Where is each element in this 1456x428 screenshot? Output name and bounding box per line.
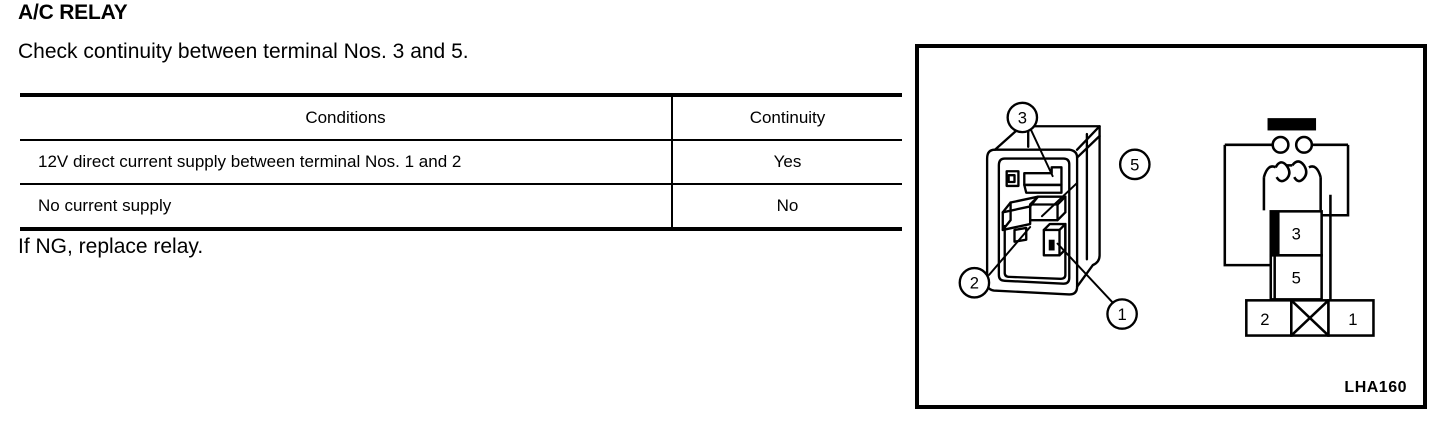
contact-box-5 (1269, 254, 1323, 301)
instruction-text: Check continuity between terminal Nos. 3… (18, 40, 469, 63)
continuity-cell: Yes (671, 140, 902, 185)
table-row: No current supply No (20, 184, 902, 231)
condition-cell: 12V direct current supply between termin… (20, 140, 672, 185)
column-header-continuity: Continuity (671, 93, 902, 141)
callout-3: 3 (1006, 101, 1039, 134)
terminal-box-1 (1327, 299, 1375, 337)
callout-3-label: 3 (1018, 108, 1027, 127)
schematic-label-3: 3 (1292, 225, 1301, 244)
illustration-frame: 3 5 2 1 (915, 44, 1427, 409)
callout-5: 5 (1118, 148, 1151, 181)
schematic-label-5: 5 (1292, 269, 1301, 288)
callout-1: 1 (1106, 298, 1138, 330)
armature-bar (1267, 118, 1317, 131)
callout-5-label: 5 (1130, 155, 1139, 174)
figure-code-label: LHA160 (1344, 379, 1407, 396)
relay-schematic (1223, 118, 1375, 337)
contact-circle-right (1294, 135, 1314, 154)
procedure-column: A/C RELAY Check continuity between termi… (18, 1, 902, 258)
condition-cell: No current supply (20, 184, 672, 231)
relay-body-drawing (985, 125, 1101, 296)
callout-2: 2 (958, 266, 991, 299)
contact-3-pole (1270, 211, 1280, 256)
terminal-box-2 (1245, 299, 1293, 337)
contact-circle-left (1271, 135, 1290, 154)
table-header-row: Conditions Continuity (20, 93, 902, 141)
closing-note: If NG, replace relay. (18, 235, 204, 258)
continuity-cell: No (671, 184, 902, 231)
relay-illustration: 3 5 2 1 (958, 101, 1375, 337)
callout-2-label: 2 (970, 274, 979, 293)
schematic-terminal-label-1: 1 (1348, 310, 1357, 329)
schematic-terminal-label-2: 2 (1260, 310, 1269, 329)
callout-1-label: 1 (1117, 305, 1126, 324)
page-title: A/C RELAY (18, 1, 128, 24)
table-row: 12V direct current supply between termin… (20, 140, 902, 185)
continuity-table: Conditions Continuity 12V direct current… (20, 93, 902, 231)
column-header-conditions: Conditions (20, 93, 672, 141)
